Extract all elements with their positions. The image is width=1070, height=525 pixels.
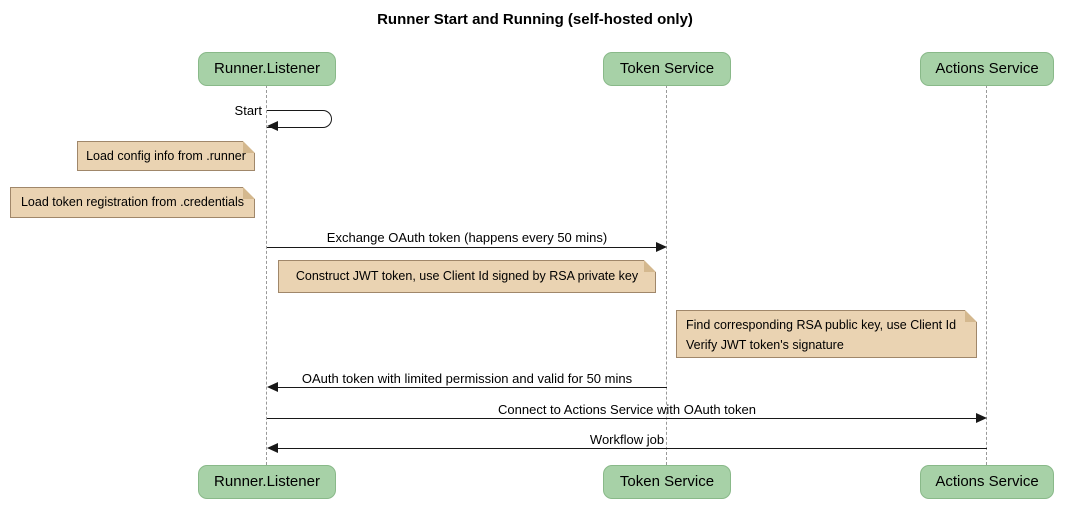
note-construct-jwt: Construct JWT token, use Client Id signe… [278,260,656,293]
diagram-title: Runner Start and Running (self-hosted on… [377,11,693,28]
participant-runner-listener-bottom: Runner.Listener [198,465,336,499]
participant-token-service-top: Token Service [603,52,731,86]
lifeline-token-service [666,85,667,465]
message-exchange-oauth-label: Exchange OAuth token (happens every 50 m… [326,230,608,245]
arrowhead-right-icon [656,242,667,252]
note-load-token-registration-text: Load token registration from .credential… [20,195,245,209]
note-load-token-registration: Load token registration from .credential… [10,187,255,218]
arrowhead-right-icon [976,413,987,423]
note-construct-jwt-text: Construct JWT token, use Client Id signe… [295,269,639,283]
lifeline-actions-service [986,85,987,465]
arrowhead-left-icon [267,121,278,131]
note-verify-jwt-line-2: Verify JWT token's signature [686,338,844,352]
message-exchange-oauth-line [267,247,656,248]
message-connect-actions-label: Connect to Actions Service with OAuth to… [498,402,756,417]
message-start-self-loop [267,110,332,128]
note-load-config-text: Load config info from .runner [86,149,246,163]
participant-actions-service-bottom: Actions Service [920,465,1054,499]
message-oauth-return-label: OAuth token with limited permission and … [301,371,633,386]
participant-actions-service-top: Actions Service [920,52,1054,86]
participant-runner-listener-top: Runner.Listener [198,52,336,86]
message-start-label: Start [234,103,262,118]
arrowhead-left-icon [267,382,278,392]
message-workflow-job-label: Workflow job [589,432,665,447]
note-verify-jwt-line-1: Find corresponding RSA public key, use C… [686,318,957,332]
message-connect-actions-line [267,418,976,419]
note-load-config: Load config info from .runner [77,141,255,171]
message-workflow-job-line [278,448,987,449]
arrowhead-left-icon [267,443,278,453]
message-oauth-return-line [278,387,667,388]
lifeline-runner-listener [266,85,267,465]
note-verify-jwt: Find corresponding RSA public key, use C… [676,310,977,358]
participant-token-service-bottom: Token Service [603,465,731,499]
